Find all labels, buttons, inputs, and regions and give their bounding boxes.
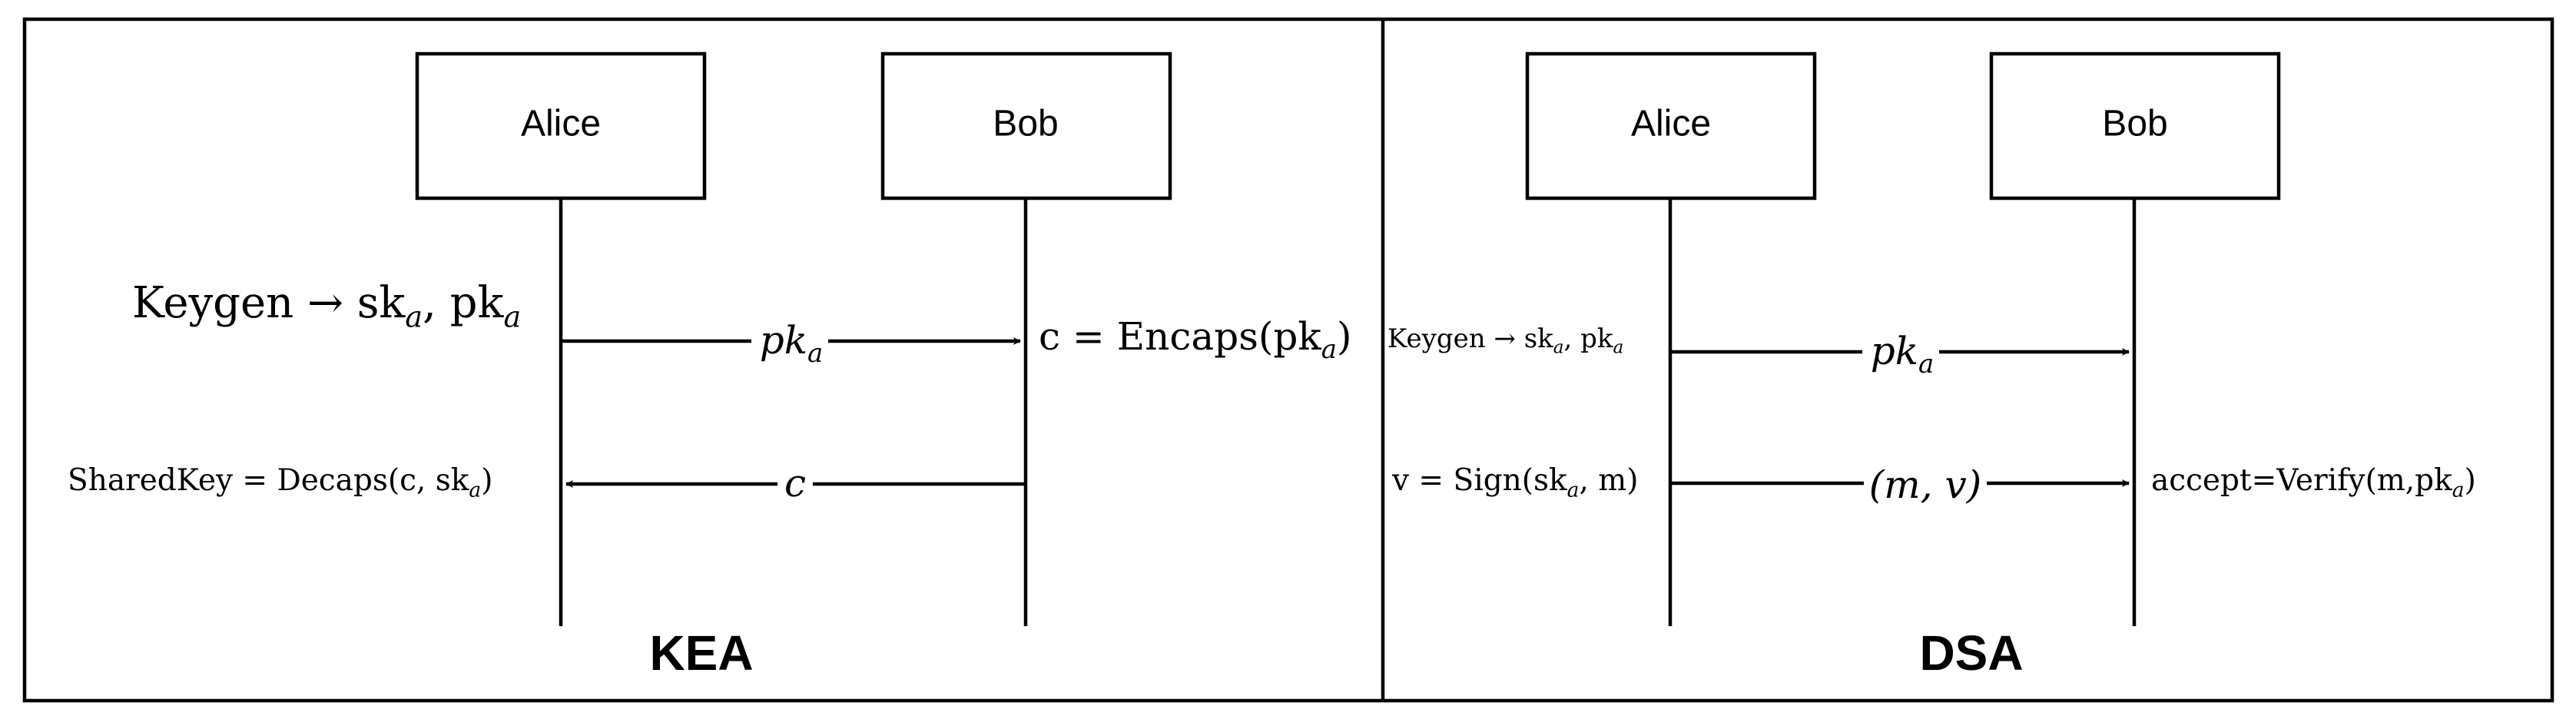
kea-alice-label: Alice — [521, 104, 601, 144]
dsa-alice-label: Alice — [1631, 104, 1711, 144]
dsa-bob-label: Bob — [2102, 104, 2167, 144]
dsa-bob-verify: accept=Verify(m,pka​) — [2151, 463, 2476, 502]
kea-alice-box — [415, 51, 707, 201]
outer-frame — [22, 17, 2554, 703]
dsa-alice-box — [1525, 51, 1817, 201]
kea-alice-decaps: SharedKey = Decaps(c, ska​) — [68, 463, 492, 502]
kea-bob-box — [880, 51, 1172, 201]
dsa-alice-sign: v = Sign(ska​, m) — [1391, 463, 1638, 502]
dsa-alice-keygen: Keygen → ska​, pka​ — [1387, 323, 1623, 358]
kea-bob-label: Bob — [993, 104, 1058, 144]
kea-panel: Alice Bob pka​ c Keygen → ska​, pka​ c =… — [68, 51, 1351, 681]
dsa-title: DSA — [1919, 625, 2023, 681]
kea-msg1-label: pka​ — [760, 318, 824, 369]
dsa-msg2-label: (m, v) — [1869, 462, 1981, 507]
kea-alice-keygen: Keygen → ska​, pka​ — [132, 278, 521, 333]
dsa-msg1-label: pka​ — [1871, 329, 1934, 380]
dsa-panel: Alice Bob pka​ (m, v) Keygen → ska​, pka… — [1387, 51, 2476, 681]
kea-bob-encaps: c = Encaps(pka​) — [1039, 314, 1351, 365]
kea-title: KEA — [649, 625, 753, 681]
dsa-bob-box — [1989, 51, 2281, 201]
kea-msg2-label: c — [784, 461, 806, 506]
